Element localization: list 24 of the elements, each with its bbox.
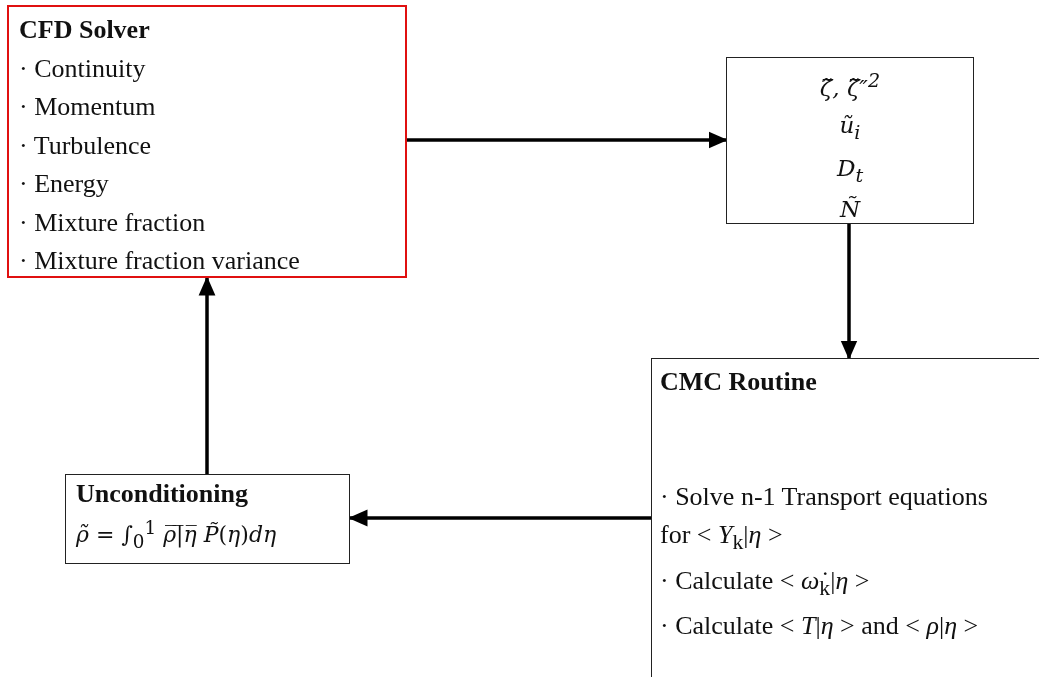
process-box [65,474,350,564]
math-variable: D$_{t}$ [835,154,865,189]
arrow [198,276,216,474]
list-item: · Turbulence [19,129,153,162]
box-heading: CMC Routine [660,366,818,398]
arrow [407,131,728,149]
list-item: · Mixture fraction variance [19,245,301,277]
list-item: ρ̃ = ∫$_{0}$$^{1}$ ρ̅|̅η̅ P̃(η)dη [76,516,278,554]
math-variable: ζ̃, ζ̃″$^{2}$ [818,68,882,103]
list-item: · Energy [19,168,110,200]
box-heading: CFD Solver [19,14,151,46]
process-box [651,358,1039,677]
arrow [348,509,651,527]
list-item: · Continuity [19,52,147,85]
arrow [840,224,858,360]
list-item: · Mixture fraction [19,206,207,239]
box-heading: Unconditioning [76,478,249,510]
process-box [7,5,407,278]
math-variable: ũ$_{i}$ [838,110,862,146]
list-item: · Momentum [19,91,157,123]
list-item: · Calculate < ω̇$_{k}$|η > [660,564,871,602]
list-item: · Calculate < T|η > and < ρ|η > [660,610,980,643]
math-variable: Ñ [838,194,862,224]
process-box [726,57,974,224]
